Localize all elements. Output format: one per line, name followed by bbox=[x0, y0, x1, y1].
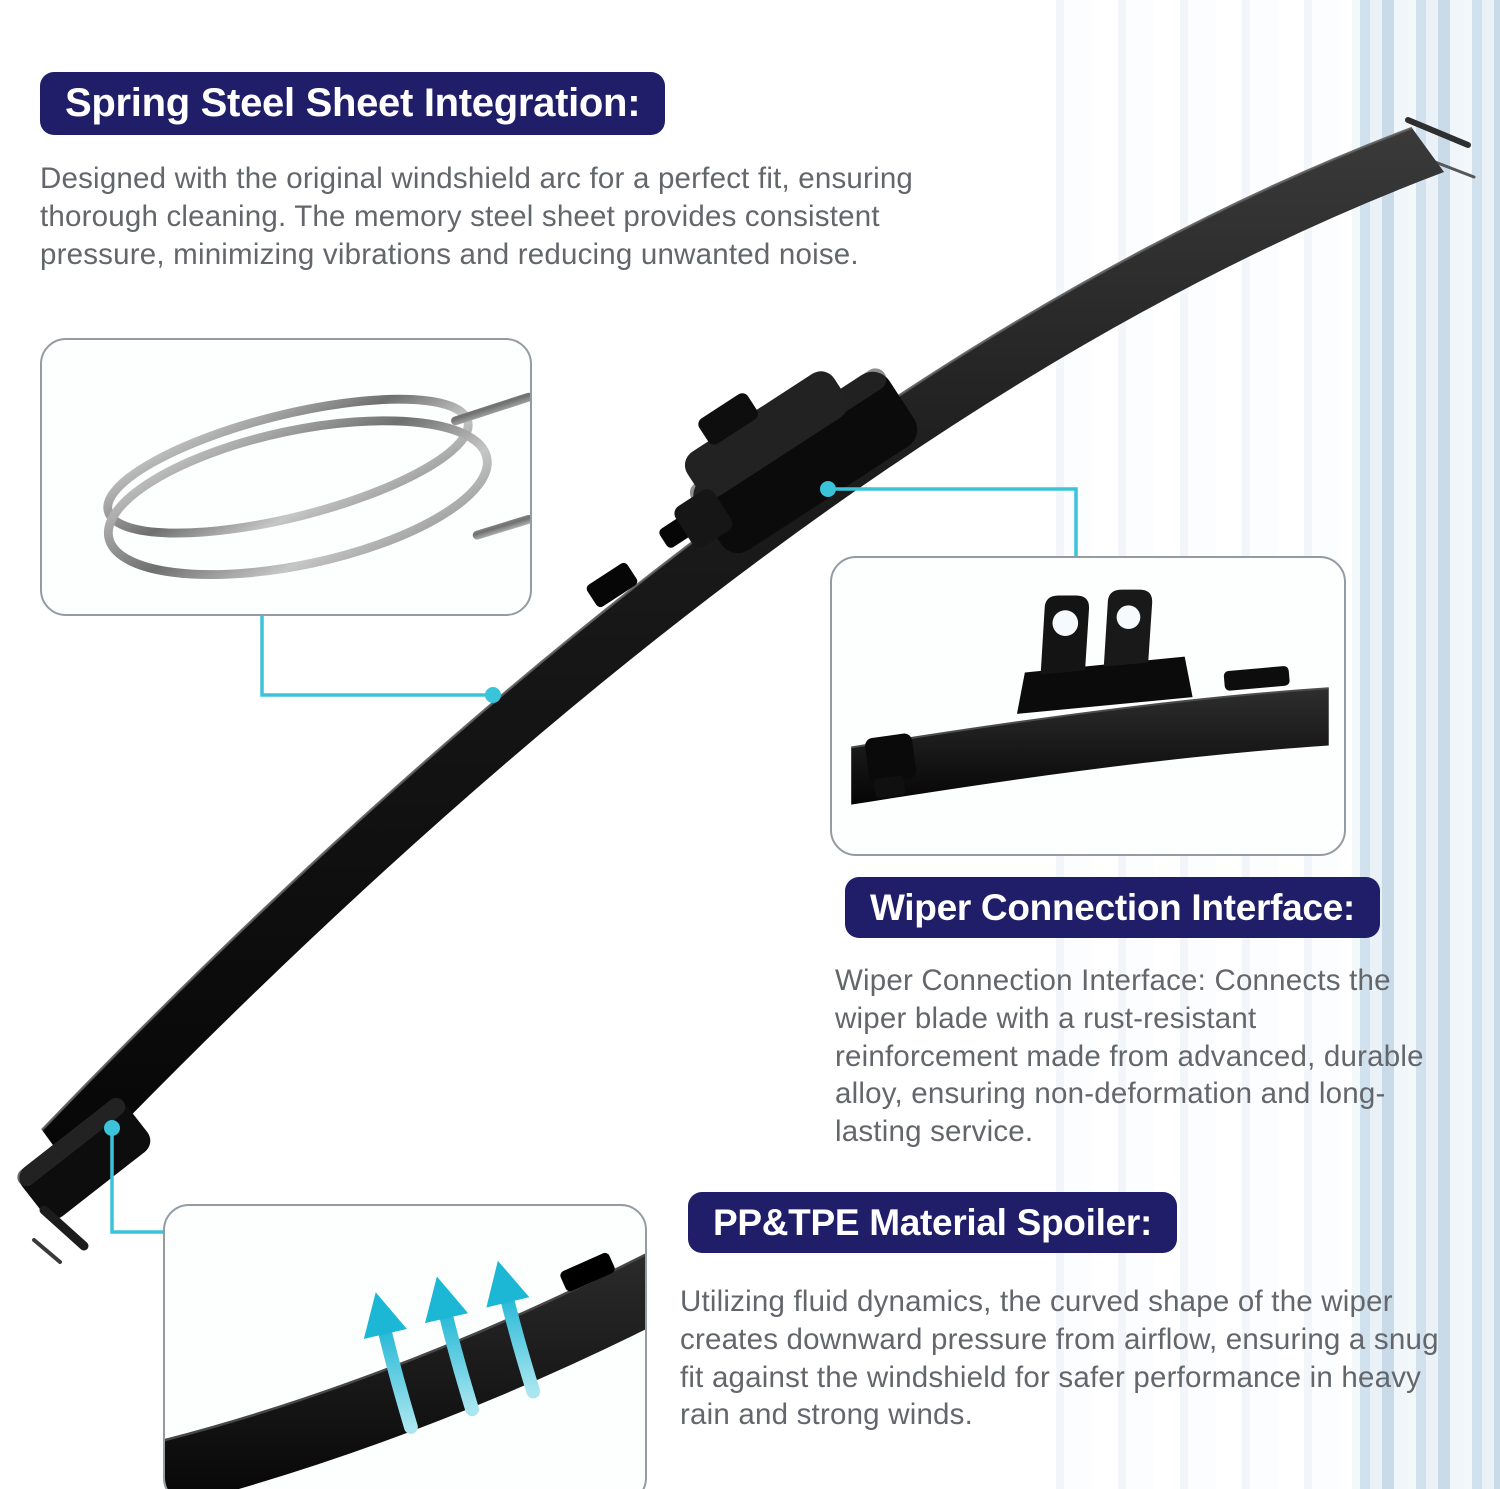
spring-steel-sheets-icon bbox=[103, 392, 530, 580]
callout-lines bbox=[110, 487, 1078, 1234]
callout-line-spoiler bbox=[110, 1134, 163, 1234]
connection-heading: Wiper Connection Interface: bbox=[845, 877, 1380, 938]
callout-dot-spring bbox=[485, 687, 501, 703]
rubber-tail-2 bbox=[32, 1238, 62, 1264]
spoiler-airflow-icon bbox=[165, 1252, 645, 1489]
spring-steel-heading: Spring Steel Sheet Integration: bbox=[40, 72, 666, 135]
spoiler-description: Utilizing fluid dynamics, the curved sha… bbox=[680, 1285, 1439, 1432]
connection-description: Wiper Connection Interface: Connects the… bbox=[835, 964, 1424, 1148]
callout-line-connection bbox=[833, 487, 1078, 556]
spring-steel-description: Designed with the original windshield ar… bbox=[40, 162, 914, 271]
callout-dot-connection bbox=[820, 481, 836, 497]
blade-connector bbox=[674, 368, 918, 554]
connection-inset bbox=[830, 556, 1346, 856]
rubber-tip-line bbox=[1405, 117, 1471, 148]
blade-clip bbox=[586, 562, 638, 608]
spoiler-heading: PP&TPE Material Spoiler: bbox=[688, 1192, 1177, 1253]
spring-steel-inset bbox=[40, 338, 532, 616]
callout-dot-spoiler bbox=[104, 1120, 120, 1136]
callout-line-spring bbox=[260, 616, 487, 697]
connection-interface-icon bbox=[851, 589, 1329, 805]
rubber-tail bbox=[39, 1205, 89, 1251]
background-streaks bbox=[1352, 0, 1500, 1489]
spoiler-inset bbox=[163, 1204, 647, 1489]
airflow-arrows-icon bbox=[363, 1260, 541, 1434]
